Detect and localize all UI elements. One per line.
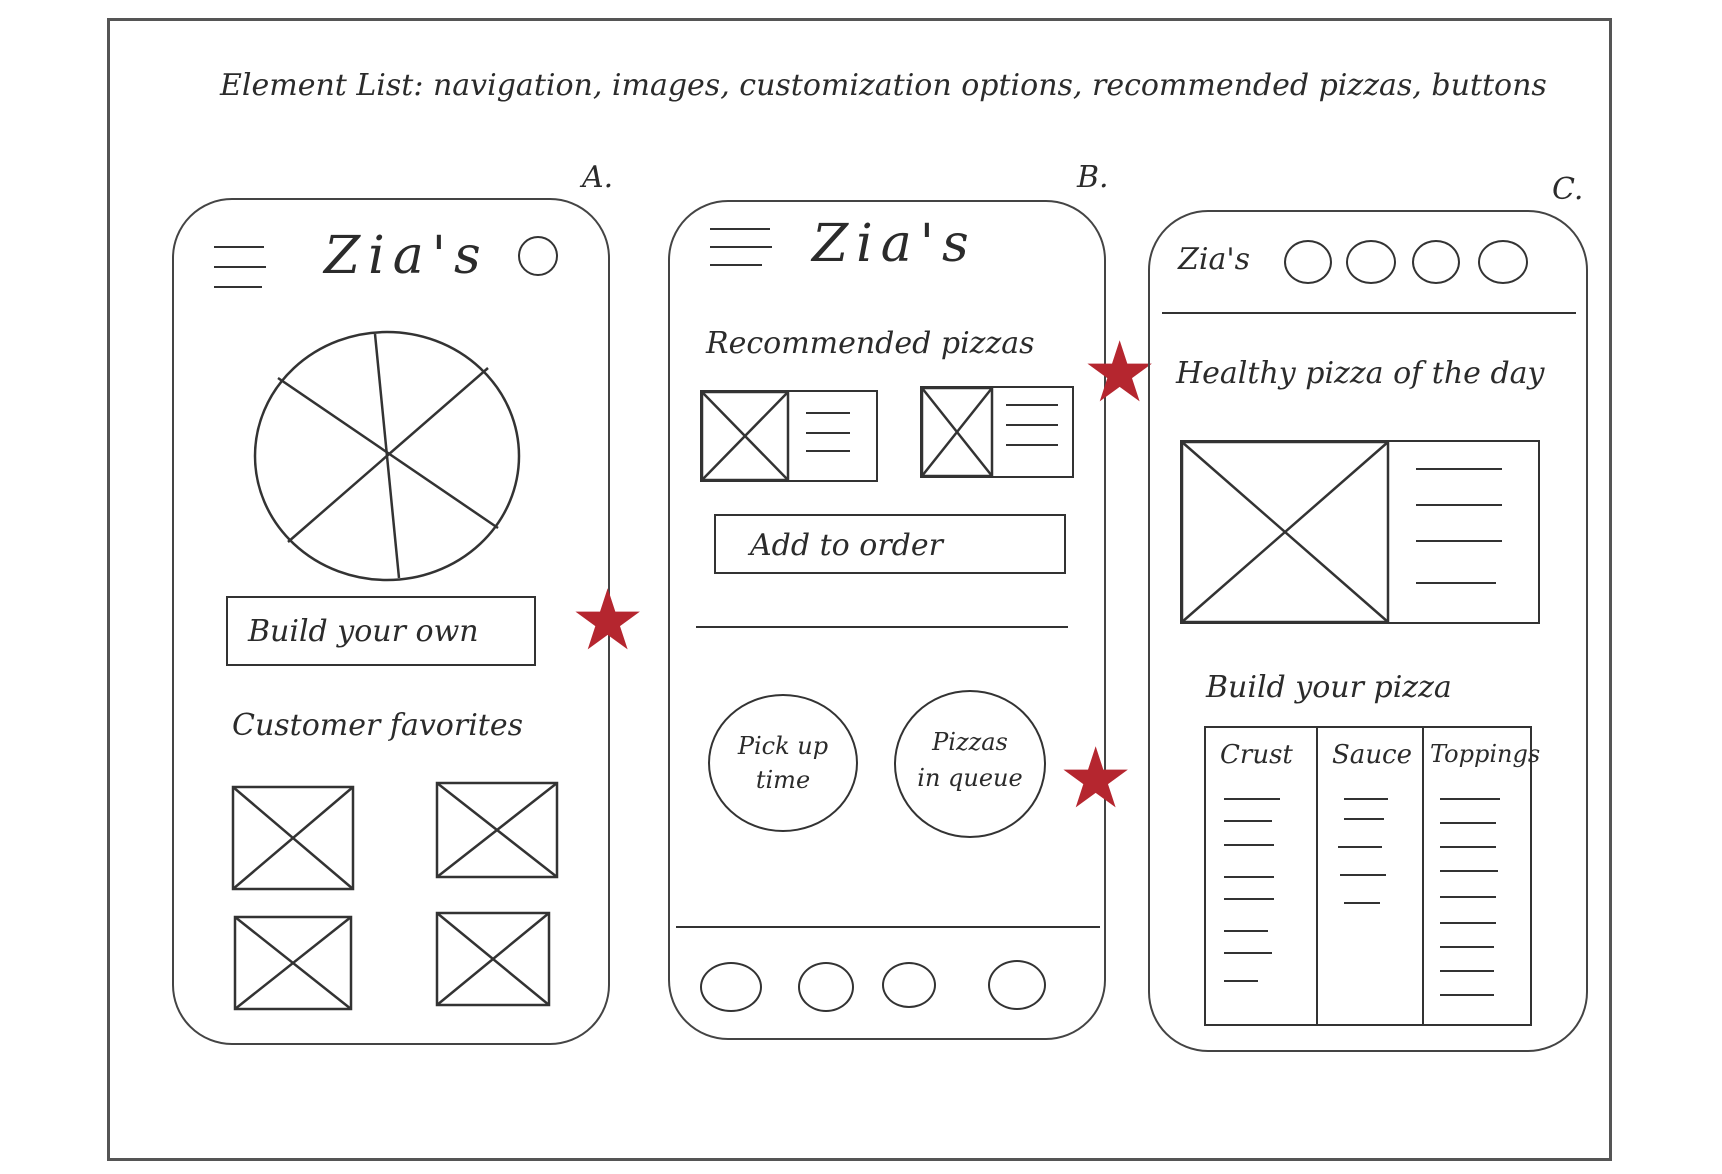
sauce-option[interactable] (1344, 902, 1380, 904)
crust-option[interactable] (1224, 798, 1280, 800)
favorite-pizza-image[interactable] (435, 911, 551, 1007)
build-your-pizza-title: Build your pizza (1206, 670, 1452, 705)
crust-option[interactable] (1224, 952, 1272, 954)
hamburger-menu-icon[interactable] (214, 246, 266, 290)
topping-option[interactable] (1440, 970, 1494, 972)
screen-c-brand: Zia's (1178, 242, 1250, 277)
element-list-note: Element List: navigation, images, custom… (220, 68, 1547, 103)
recommended-pizza-card[interactable] (700, 390, 878, 482)
nav-icon[interactable] (1284, 240, 1332, 284)
topping-option[interactable] (1440, 922, 1496, 924)
queue-line2: in queue (917, 764, 1023, 792)
sauce-option[interactable] (1344, 798, 1388, 800)
screen-c-letter: C. (1552, 172, 1584, 207)
pickup-line2: time (755, 766, 811, 794)
crust-option[interactable] (1224, 876, 1274, 878)
build-your-own-button[interactable]: Build your own (226, 596, 536, 666)
topping-option[interactable] (1440, 870, 1498, 872)
crust-option[interactable] (1224, 898, 1274, 900)
healthy-pizza-title: Healthy pizza of the day (1176, 356, 1545, 391)
customer-favorites-title: Customer favorites (232, 708, 524, 743)
pizza-image (1180, 440, 1390, 624)
pizzas-in-queue-button[interactable]: Pizzas in queue (894, 690, 1046, 838)
build-your-own-label: Build your own (248, 614, 479, 649)
topping-option[interactable] (1440, 946, 1494, 948)
header-divider (1162, 312, 1576, 314)
favorite-pizza-image[interactable] (435, 781, 559, 879)
add-to-order-label: Add to order (750, 528, 943, 563)
healthy-pizza-card[interactable] (1180, 440, 1540, 624)
crust-option[interactable] (1224, 930, 1268, 932)
sketch-frame (107, 18, 1612, 1161)
favorite-pizza-image[interactable] (233, 915, 353, 1011)
add-to-order-button[interactable]: Add to order (714, 514, 1066, 574)
profile-icon[interactable] (518, 236, 558, 276)
crust-option[interactable] (1224, 980, 1258, 982)
screen-b-brand: Zia's (812, 214, 977, 274)
recommended-pizzas-title: Recommended pizzas (706, 326, 1035, 361)
star-icon: ★ (1058, 729, 1134, 827)
topping-option[interactable] (1440, 846, 1496, 848)
screen-c-phone: Zia's Healthy pizza of the day Build you… (1148, 210, 1588, 1052)
favorite-pizza-image[interactable] (231, 785, 355, 891)
screen-b-letter: B. (1077, 160, 1109, 195)
column-sauce[interactable]: Sauce (1332, 740, 1413, 770)
star-icon: ★ (570, 571, 646, 669)
topping-option[interactable] (1440, 896, 1496, 898)
column-toppings[interactable]: Toppings (1430, 740, 1541, 768)
pizza-image (920, 386, 994, 478)
column-crust[interactable]: Crust (1220, 740, 1293, 770)
screen-a-letter: A. (582, 160, 614, 195)
build-pizza-table: Crust Sauce Toppings (1204, 726, 1540, 1026)
bottom-nav-icon[interactable] (798, 962, 854, 1012)
queue-line1: Pizzas (932, 728, 1008, 756)
nav-icon[interactable] (1412, 240, 1460, 284)
screen-a-brand: Zia's (324, 226, 489, 286)
recommended-pizza-card[interactable] (920, 386, 1074, 478)
topping-option[interactable] (1440, 994, 1494, 996)
pizza-image (253, 330, 521, 582)
crust-option[interactable] (1224, 820, 1272, 822)
topping-option[interactable] (1440, 822, 1496, 824)
sauce-option[interactable] (1340, 874, 1386, 876)
nav-icon[interactable] (1346, 240, 1396, 284)
topping-option[interactable] (1440, 798, 1500, 800)
pickup-line1: Pick up (737, 732, 829, 760)
pizza-image (700, 390, 790, 482)
screen-b-phone: Zia's Recommended pizzas Add to order Pi… (668, 200, 1106, 1040)
crust-option[interactable] (1224, 844, 1274, 846)
screen-a-phone: Zia's Build your own Customer favorites (172, 198, 610, 1045)
sauce-option[interactable] (1344, 818, 1384, 820)
bottom-nav-divider (676, 926, 1100, 928)
nav-icon[interactable] (1478, 240, 1528, 284)
hamburger-menu-icon[interactable] (710, 228, 772, 272)
section-divider (696, 626, 1068, 628)
bottom-nav-icon[interactable] (882, 962, 936, 1008)
pickup-time-button[interactable]: Pick up time (708, 694, 858, 832)
sauce-option[interactable] (1338, 846, 1382, 848)
star-icon: ★ (1082, 323, 1158, 421)
bottom-nav-icon[interactable] (988, 960, 1046, 1010)
bottom-nav-icon[interactable] (700, 962, 762, 1012)
